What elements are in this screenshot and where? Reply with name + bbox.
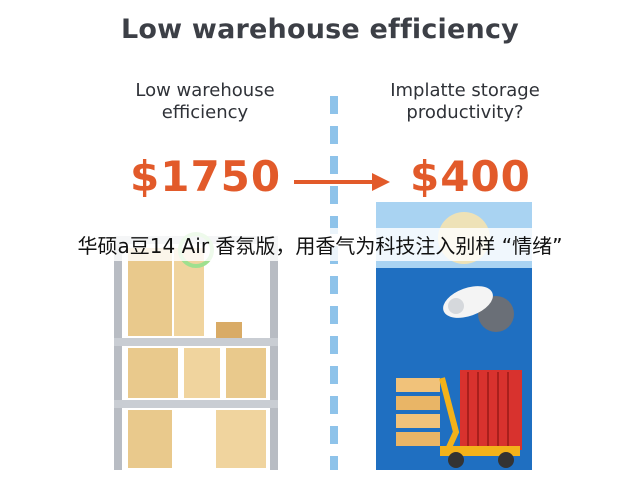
- right-price: $400: [410, 152, 531, 201]
- left-price: $1750: [130, 152, 282, 201]
- right-label-line2: productivity?: [406, 102, 524, 123]
- page-title: Low warehouse efficiency: [121, 14, 519, 45]
- dashed-divider: [330, 96, 338, 470]
- right-column-label: Implatte storage productivity?: [350, 80, 580, 124]
- overlay-caption: 华硕a豆14 Air 香氛版，用香气为科技注入别样 “情绪”: [0, 228, 640, 261]
- left-label-line2: efficiency: [161, 102, 249, 123]
- left-label-line1: Low warehouse: [135, 80, 275, 101]
- right-label-line1: Implatte storage: [390, 80, 540, 101]
- left-column-label: Low warehouse efficiency: [90, 80, 320, 124]
- arrow-right-icon: [294, 173, 390, 191]
